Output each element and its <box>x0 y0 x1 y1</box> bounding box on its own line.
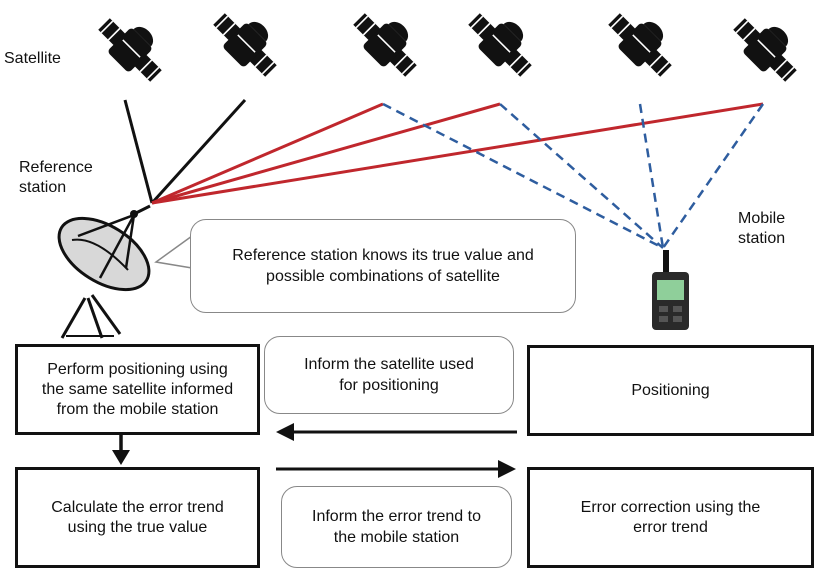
reference-positioning-box: Perform positioning using the same satel… <box>15 344 260 435</box>
reference-station-callout: Reference station knows its true value a… <box>190 219 576 313</box>
arrow-left-icon <box>276 423 517 441</box>
satellite-icon <box>205 0 291 85</box>
handheld-receiver-icon <box>652 250 689 330</box>
reference-links <box>151 102 764 205</box>
inform-satellite-message: Inform the satellite used for positionin… <box>264 336 514 414</box>
satellite-icon <box>90 4 176 90</box>
error-correction-box: Error correction using the error trend <box>527 467 814 568</box>
calculate-error-box: Calculate the error trend using the true… <box>15 467 260 568</box>
arrow-right-icon <box>276 460 516 478</box>
inform-error-message: Inform the error trend to the mobile sta… <box>281 486 512 568</box>
satellite-icon <box>460 0 546 85</box>
mobile-positioning-box: Positioning <box>527 345 814 436</box>
satellite-icon <box>345 0 431 85</box>
satellite-icon <box>600 0 686 85</box>
reference-station-label: Reference station <box>19 159 93 196</box>
mobile-station-label: Mobile station <box>738 210 786 247</box>
reference-link-black <box>150 98 247 205</box>
reference-link-black <box>123 99 154 204</box>
speech-bubble-icon <box>154 235 193 269</box>
satellite-icon <box>725 4 811 90</box>
arrow-down-icon <box>112 434 130 465</box>
satellite-label: Satellite <box>4 50 61 67</box>
satellite-dish-icon <box>57 204 151 339</box>
mobile-links <box>382 102 765 250</box>
